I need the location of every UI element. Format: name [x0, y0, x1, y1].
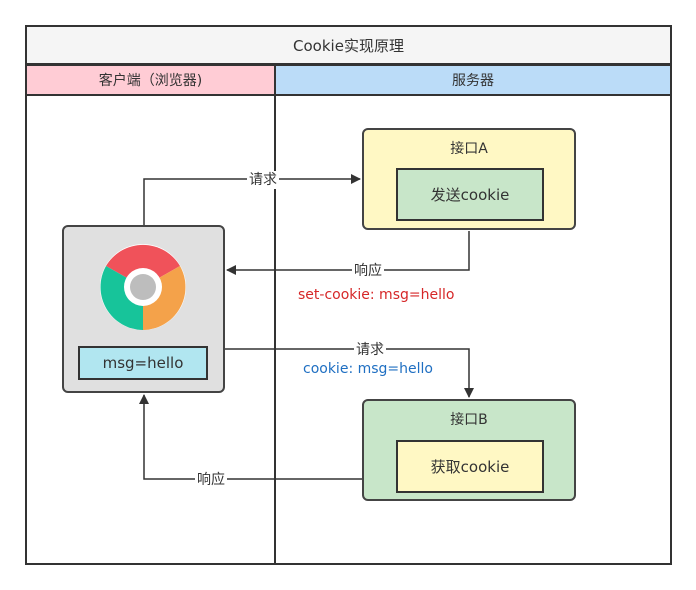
lane-divider — [274, 95, 276, 565]
request-a-label: 请求 — [247, 171, 279, 189]
chrome-logo-icon — [100, 244, 186, 330]
request-b-arrow — [225, 348, 474, 398]
cookie-value-box: msg=hello — [78, 346, 208, 380]
set-cookie-note: set-cookie: msg=hello — [298, 287, 455, 303]
send-cookie-box: 发送cookie — [396, 168, 544, 221]
get-cookie-box: 获取cookie — [396, 440, 544, 493]
server-lane-header: 服务器 — [274, 64, 672, 96]
api-a-title: 接口A — [450, 141, 488, 157]
api-b-title: 接口B — [450, 412, 488, 428]
request-b-label: 请求 — [354, 341, 386, 359]
diagram-title: Cookie实现原理 — [25, 25, 672, 65]
response-a-label: 响应 — [352, 262, 384, 280]
response-a-arrow — [226, 231, 470, 275]
response-b-arrow — [139, 394, 362, 480]
request-a-arrow — [143, 174, 361, 225]
response-b-label: 响应 — [195, 471, 227, 489]
cookie-header-note: cookie: msg=hello — [303, 361, 433, 377]
